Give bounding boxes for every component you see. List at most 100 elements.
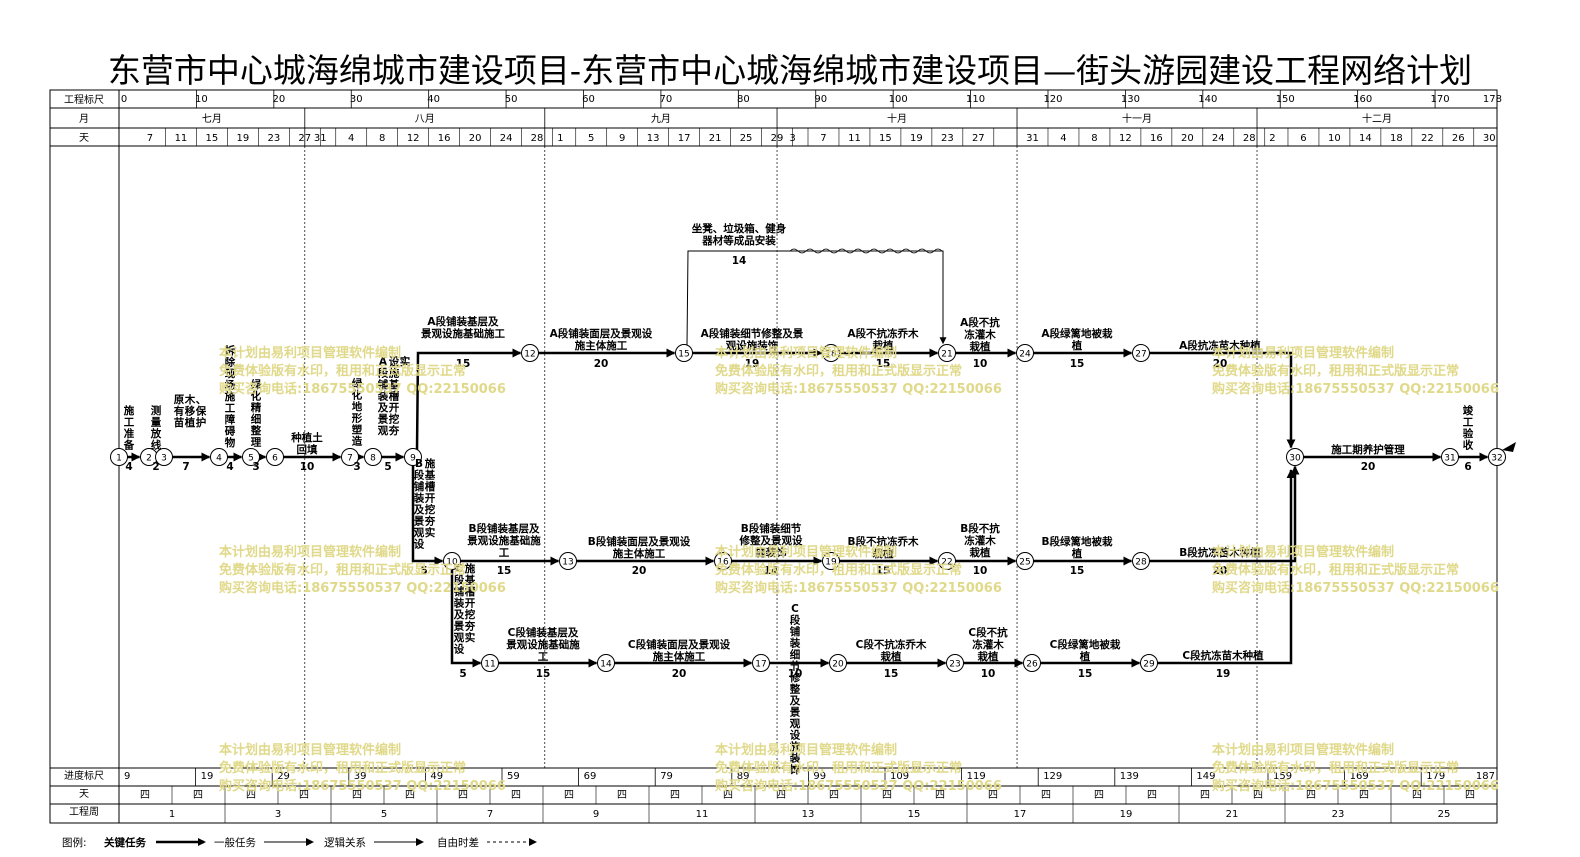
weekday-mark: 四 <box>723 790 733 801</box>
event-node <box>714 552 732 570</box>
event-node <box>110 448 128 466</box>
weekday-mark: 四 <box>1041 790 1051 801</box>
task-name-char: 开 <box>389 402 400 414</box>
day-number: 11 <box>848 133 861 144</box>
task-name: 修整及景观设 <box>739 534 803 547</box>
month-name: 十月 <box>887 112 907 125</box>
watermark-text: 购买咨询电话:18675550537 QQ:22150066 <box>715 778 1002 794</box>
month-label: 月 <box>79 113 89 125</box>
event-node-label: 5 <box>248 454 254 464</box>
task-name-char: A <box>379 356 388 368</box>
day-number: 7 <box>147 133 153 144</box>
task-name-char: 基 <box>424 469 436 482</box>
watermark-text: 本计划由易利项目管理软件编制 <box>219 544 401 560</box>
task-name: 施装饰 <box>755 546 787 559</box>
task-name-char: 铺 <box>414 480 425 493</box>
task-name: A段绿篱地被栽 <box>1041 327 1113 340</box>
task-name-char: 精 <box>251 401 262 414</box>
task-name-char: 设 <box>790 729 801 742</box>
task-name: A段不抗 <box>960 316 1000 329</box>
task-name-char: 装 <box>413 492 425 505</box>
task-name: A段抗冻苗木种植 <box>1179 339 1261 352</box>
task-name-char: 装 <box>789 637 801 650</box>
task-name: 栽植 <box>873 547 894 560</box>
task-name: 施主体施工 <box>613 547 666 560</box>
day-number: 12 <box>1119 133 1132 144</box>
task-name-char: 整 <box>789 683 801 696</box>
month-name: 八月 <box>415 113 435 125</box>
legend-arrowhead <box>529 838 537 846</box>
task-name: B段铺装细节 <box>741 522 802 535</box>
day-number: 31 <box>1026 133 1039 144</box>
event-node <box>481 654 499 672</box>
task-name: 植 <box>1071 339 1083 352</box>
task-name: 施主体施工 <box>653 650 706 663</box>
day-number: 21 <box>709 133 722 144</box>
event-node-label: 31 <box>1444 454 1455 464</box>
day-number: 19 <box>236 133 249 144</box>
event-node-label: 30 <box>1289 454 1301 464</box>
day-number: 15 <box>879 133 892 144</box>
task-duration: 3 <box>353 461 360 473</box>
month-name: 七月 <box>202 113 222 125</box>
event-node <box>752 654 770 672</box>
weekday-mark: 四 <box>299 790 309 801</box>
day-number: 15 <box>206 133 219 144</box>
day-number: 20 <box>469 133 482 144</box>
event-node <box>404 448 422 466</box>
event-node <box>675 344 693 362</box>
task-name: 景观设施基础施工 <box>420 327 505 340</box>
progress-tick-label: 179 <box>1426 771 1445 782</box>
task-name: C段铺装基层及 <box>508 626 579 639</box>
week-number: 5 <box>381 809 387 820</box>
event-node <box>364 448 382 466</box>
weekday-mark: 四 <box>776 790 786 801</box>
task-name: B段不抗冻乔木 <box>847 535 919 548</box>
week-number: 21 <box>1226 809 1239 820</box>
task-name: 栽植 <box>873 339 894 352</box>
task-name-char: 造 <box>352 435 363 448</box>
activity-arrow <box>450 569 482 668</box>
event-node <box>443 552 461 570</box>
weekday-mark: 四 <box>564 790 574 801</box>
progress-tick-label: 29 <box>277 771 290 782</box>
task-name: 栽植 <box>970 340 991 353</box>
ruler-tick-label: 140 <box>1198 94 1217 105</box>
week-number: 15 <box>908 809 921 820</box>
weekday-mark: 四 <box>617 790 627 801</box>
watermark-text: 购买咨询电话:18675550537 QQ:22150066 <box>715 580 1002 596</box>
task-name-char: 槽 <box>425 480 436 493</box>
task-name-char: 景 <box>789 706 801 719</box>
weekday-mark: 四 <box>511 790 521 801</box>
task-name-char: 植 <box>184 416 196 429</box>
task-name: B段不抗 <box>960 522 1000 535</box>
weekday-mark: 四 <box>1465 790 1475 801</box>
task-name-char: 放 <box>150 427 162 440</box>
task-name-char: 装 <box>453 597 465 610</box>
task-duration: 20 <box>632 565 647 577</box>
task-name: 施主体施工 <box>575 339 628 352</box>
weekday-mark: 四 <box>1200 790 1210 801</box>
event-node-label: 28 <box>1135 558 1147 568</box>
task-name-char: 挖 <box>389 413 400 426</box>
task-duration: 10 <box>973 565 988 577</box>
task-name-char: 细 <box>251 413 262 426</box>
watermark-text: 免费体验版有水印，租用和正式版显示正常 <box>219 760 466 776</box>
weekday-mark: 四 <box>829 790 839 801</box>
task-name-char: 绿 <box>251 378 262 391</box>
event-node-label: 22 <box>941 558 952 568</box>
task-duration: 4 <box>125 461 132 473</box>
legend-arrowhead <box>306 838 314 846</box>
task-name-char: 基 <box>464 574 476 587</box>
task-name-char: 段 <box>414 469 425 482</box>
day-number: 4 <box>1060 133 1066 144</box>
task-name-char: 收 <box>1463 439 1474 452</box>
task-name-char: 及 <box>790 695 801 707</box>
progress-tick-label: 59 <box>507 771 520 782</box>
event-node <box>341 448 359 466</box>
task-name: 冻灌木 <box>964 328 996 341</box>
non-critical-arrow <box>686 250 947 346</box>
event-node <box>266 448 284 466</box>
progress-tick-label: 109 <box>890 771 909 782</box>
